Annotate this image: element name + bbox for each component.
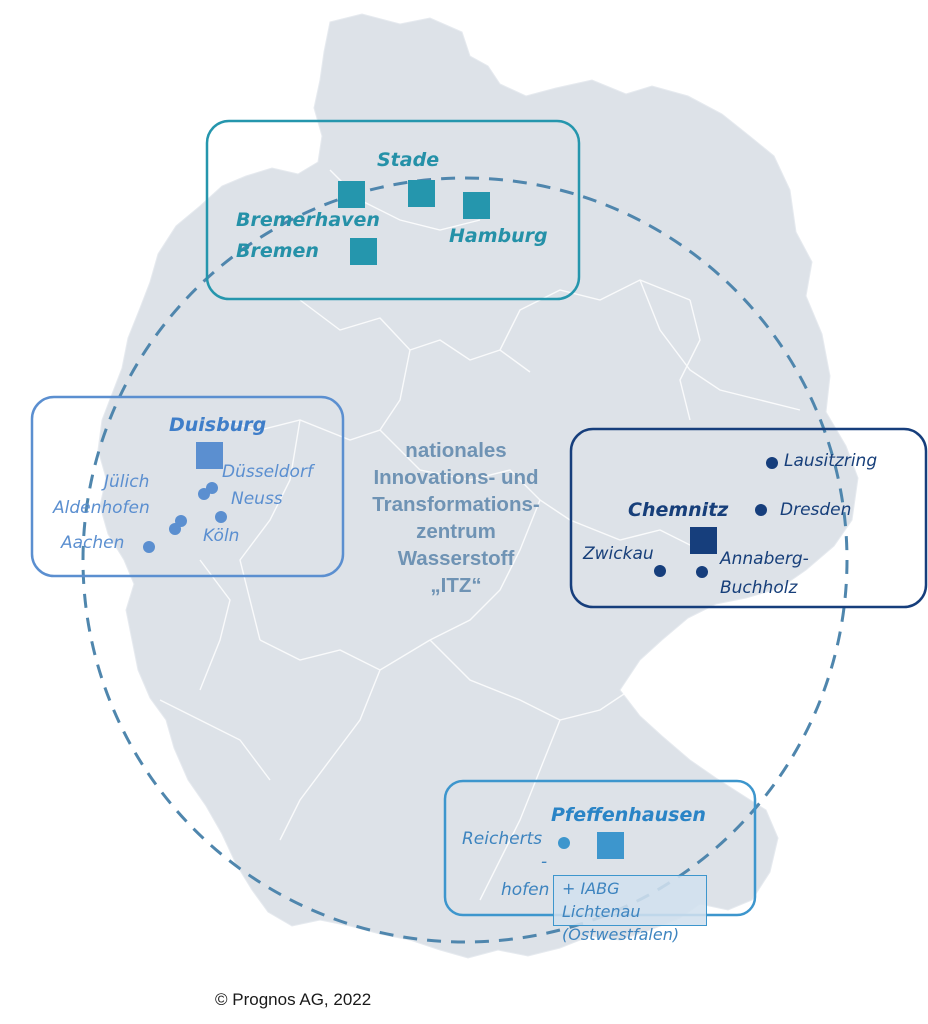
zwickau-label: Zwickau	[583, 544, 654, 564]
bremen-label: Bremen	[236, 240, 319, 262]
germany-land-shape	[97, 13, 859, 959]
lausitzring-marker	[766, 457, 778, 469]
hamburg-label: Hamburg	[449, 225, 548, 247]
duisburg-marker	[196, 442, 223, 469]
reichertshofen-label-line3: hofen	[501, 880, 550, 900]
chemnitz-label: Chemnitz	[628, 499, 729, 521]
reichertshofen-label-line1: Reicherts	[462, 829, 543, 849]
pfeffenhausen-marker	[597, 832, 624, 859]
center-title-line: Wasserstoff	[397, 547, 515, 570]
duesseldorf-label: Düsseldorf	[222, 462, 313, 482]
pfeffenhausen-label: Pfeffenhausen	[551, 804, 706, 826]
center-title-line: „ITZ“	[430, 574, 482, 597]
koeln-label: Köln	[203, 526, 240, 546]
lausitzring-label: Lausitzring	[784, 451, 878, 471]
bremen-marker	[350, 238, 377, 265]
reichertshofen-marker	[558, 837, 570, 849]
zwickau-marker	[654, 565, 666, 577]
aachen-marker	[143, 541, 155, 553]
itz-center-title: nationales Innovations- und Transformati…	[300, 437, 612, 599]
center-title-line: zentrum	[416, 520, 496, 543]
iabg-label-line2: Lichtenau	[562, 902, 641, 921]
dresden-marker	[755, 504, 767, 516]
annaberg-marker	[696, 566, 708, 578]
iabg-note-box: + IABG Lichtenau (Ostwestfalen)	[553, 875, 707, 943]
iabg-label-line1: + IABG	[562, 879, 620, 898]
chemnitz-marker	[690, 527, 717, 554]
stade-label: Stade	[377, 149, 440, 171]
west-cluster-box	[30, 395, 345, 578]
center-title-line: Innovations- und	[373, 466, 539, 489]
center-title-line: nationales	[405, 439, 507, 462]
hamburg-marker	[463, 192, 490, 219]
east-cluster-box	[569, 427, 928, 609]
duisburg-label: Duisburg	[169, 414, 267, 436]
dresden-label: Dresden	[780, 500, 852, 520]
annaberg-label-line1: Annaberg-	[720, 549, 809, 569]
koeln-marker	[215, 511, 227, 523]
center-title-line: Transformations-	[372, 493, 540, 516]
annaberg-label-line2: Buchholz	[720, 578, 798, 598]
aldenhofen-label: Aldenhofen	[53, 498, 150, 518]
neuss-label: Neuss	[231, 489, 283, 509]
state-borders	[159, 169, 801, 901]
north-cluster-box	[205, 119, 581, 301]
iabg-label-line3: (Ostwestfalen)	[562, 925, 680, 944]
reichertshofen-label-line2: -	[541, 852, 548, 872]
aachen-label: Aachen	[61, 533, 125, 553]
itz-radius-circle	[81, 176, 849, 944]
aldenhofen-marker	[169, 523, 181, 535]
stade-marker	[408, 180, 435, 207]
bremerhaven-marker	[338, 181, 365, 208]
copyright-notice: © Prognos AG, 2022	[215, 990, 372, 1009]
juelich-label: Jülich	[104, 472, 150, 492]
neuss-marker	[198, 488, 210, 500]
bremerhaven-label: Bremerhaven	[236, 209, 380, 231]
